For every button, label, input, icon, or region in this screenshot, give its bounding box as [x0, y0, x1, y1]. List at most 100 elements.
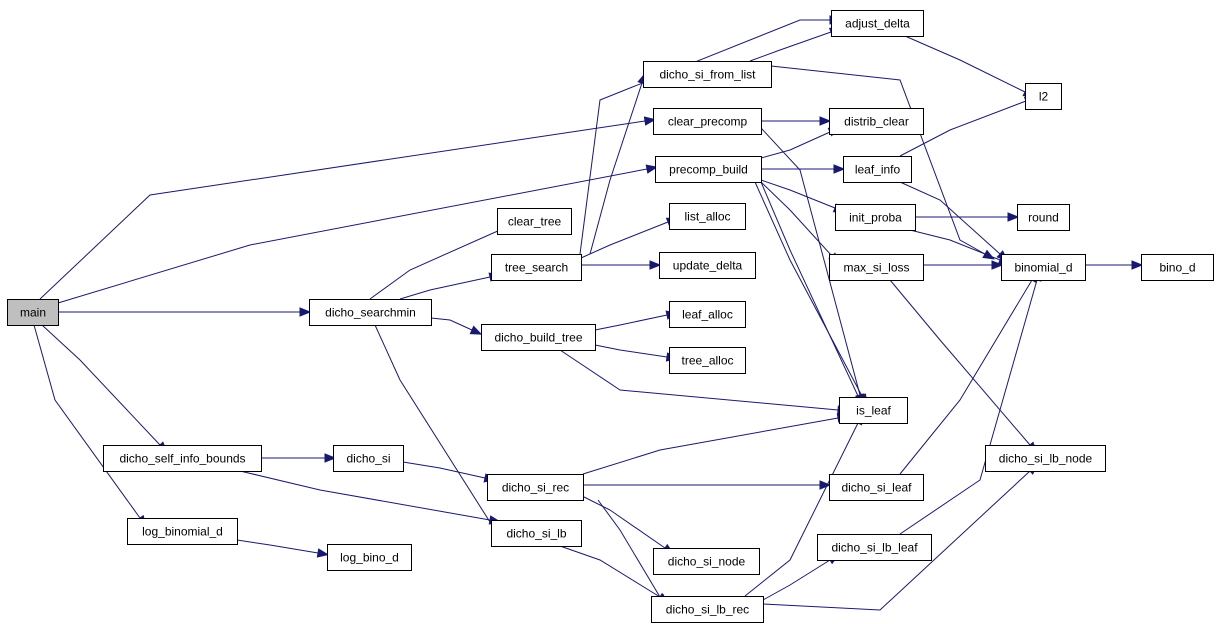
node-dicho-si-from-list[interactable]: dicho_si_from_list	[643, 61, 772, 88]
node-box	[1001, 254, 1086, 281]
node-adjust-delta[interactable]: adjust_delta	[831, 10, 924, 37]
arrow-head	[645, 164, 659, 174]
edge-log_binomial_d-to-log_bino_d	[236, 539, 330, 558]
node-binomial-d[interactable]: binomial_d	[1001, 254, 1086, 281]
edge-line	[899, 279, 1038, 535]
node-box	[655, 156, 762, 183]
edge-dicho_self_info_bounds-to-dicho_si	[261, 453, 337, 463]
node-box	[327, 544, 412, 571]
node-max-si-loss[interactable]: max_si_loss	[829, 254, 924, 281]
node-list-alloc[interactable]: list_alloc	[669, 203, 746, 230]
node-label: dicho_si_from_list	[659, 68, 756, 82]
node-label: dicho_si_lb_rec	[666, 603, 749, 617]
node-tree-search[interactable]: tree_search	[491, 254, 582, 281]
arrow-head	[833, 164, 846, 174]
edge-line	[33, 324, 141, 519]
node-tree-alloc[interactable]: tree_alloc	[669, 347, 746, 374]
edge-dicho_si_from_list-to-adjust_delta	[749, 27, 842, 62]
edge-dicho_si_lb_rec-to-dicho_si_lb_leaf	[762, 553, 840, 601]
edge-tree_search-to-dicho_si_from_list	[589, 72, 647, 255]
arrow-head	[991, 260, 1004, 270]
edge-max_si_loss-to-dicho_si_lb_node	[889, 279, 1038, 454]
node-dicho-si-lb-node[interactable]: dicho_si_lb_node	[985, 445, 1106, 472]
node-dicho-build-tree[interactable]: dicho_build_tree	[481, 324, 596, 351]
node-box	[643, 61, 772, 88]
edge-binomial_d-to-bino_d	[1085, 260, 1144, 270]
node-box	[481, 324, 596, 351]
edge-dicho_si_lb-to-dicho_si_lb_rec	[559, 545, 670, 603]
node-dicho-si-rec[interactable]: dicho_si_rec	[487, 474, 584, 501]
edge-precomp_build-to-leaf_info	[761, 164, 846, 174]
edge-line	[899, 279, 1033, 475]
node-box	[829, 108, 924, 135]
node-init-proba[interactable]: init_proba	[835, 204, 916, 231]
node-update-delta[interactable]: update_delta	[659, 252, 756, 279]
node-leaf-alloc[interactable]: leaf_alloc	[669, 301, 746, 328]
edge-dicho_searchmin-to-dicho_build_tree	[430, 317, 483, 335]
node-dicho-si-lb-rec[interactable]: dicho_si_lb_rec	[651, 596, 764, 623]
edge-line	[41, 324, 161, 446]
node-box	[829, 474, 924, 501]
node-distrib-clear[interactable]: distrib_clear	[829, 108, 924, 135]
edge-tree_search-to-update_delta	[581, 260, 662, 270]
node-label: dicho_si_lb_leaf	[831, 541, 918, 555]
node-label: is_leaf	[856, 404, 891, 418]
edge-line	[762, 470, 1031, 611]
node-dicho-self-info-bounds[interactable]: dicho_self_info_bounds	[103, 445, 262, 472]
node-dicho-si[interactable]: dicho_si	[333, 445, 404, 472]
node-box	[669, 301, 746, 328]
node-is-leaf[interactable]: is_leaf	[839, 397, 908, 424]
node-main[interactable]: main	[7, 299, 59, 326]
edge-line	[559, 349, 839, 411]
node-precomp-build[interactable]: precomp_build	[655, 156, 762, 183]
edge-line	[594, 344, 668, 358]
node-box	[103, 445, 262, 472]
node-label: dicho_build_tree	[494, 331, 582, 345]
node-clear-precomp[interactable]: clear_precomp	[653, 108, 762, 135]
node-dicho-searchmin[interactable]: dicho_searchmin	[309, 299, 432, 326]
node-log-binomial-d[interactable]: log_binomial_d	[127, 518, 238, 545]
node-label: adjust_delta	[845, 17, 910, 31]
arrow-head	[299, 307, 312, 317]
edge-line	[762, 559, 831, 601]
node-dicho-si-lb-leaf[interactable]: dicho_si_lb_leaf	[817, 534, 932, 561]
node-clear-tree[interactable]: clear_tree	[497, 208, 572, 235]
node-box	[491, 520, 582, 547]
edge-line	[239, 470, 491, 521]
edge-main-to-clear_precomp	[39, 116, 657, 300]
edge-line	[597, 499, 661, 598]
edge-precomp_build-to-distrib_clear	[760, 127, 841, 159]
node-box	[127, 518, 238, 545]
edge-dicho_si-to-dicho_si_rec	[402, 461, 497, 483]
edge-line	[760, 181, 859, 397]
node-bino-d[interactable]: bino_d	[1141, 254, 1214, 281]
node-round[interactable]: round	[1017, 204, 1070, 231]
edge-line	[899, 181, 1001, 255]
edge-line	[430, 317, 473, 331]
edge-leaf_info-to-binomial_d	[899, 181, 1009, 262]
node-l2[interactable]: l2	[1025, 83, 1062, 110]
node-log-bino-d[interactable]: log_bino_d	[327, 544, 412, 571]
node-box	[1141, 254, 1214, 281]
node-box	[653, 548, 760, 575]
node-leaf-info[interactable]: leaf_info	[843, 156, 912, 183]
edge-main-to-log_binomial_d	[33, 324, 147, 528]
edge-line	[760, 181, 833, 257]
node-box	[491, 254, 582, 281]
node-dicho-si-node[interactable]: dicho_si_node	[653, 548, 760, 575]
edge-dicho_build_tree-to-tree_alloc	[594, 344, 679, 362]
node-box	[669, 347, 746, 374]
node-dicho-si-lb[interactable]: dicho_si_lb	[491, 520, 582, 547]
node-box	[831, 10, 924, 37]
edge-main-to-precomp_build	[57, 164, 659, 304]
edge-line	[236, 539, 319, 554]
node-label: main	[20, 306, 46, 320]
node-label: dicho_si_lb_node	[999, 452, 1093, 466]
node-label: tree_search	[505, 261, 568, 275]
arrow-head	[982, 249, 995, 260]
node-box	[835, 204, 916, 231]
edge-line	[909, 229, 1001, 261]
edge-clear_precomp-to-distrib_clear	[761, 116, 832, 126]
edge-main-to-dicho_searchmin	[58, 307, 312, 317]
node-dicho-si-leaf[interactable]: dicho_si_leaf	[829, 474, 924, 501]
